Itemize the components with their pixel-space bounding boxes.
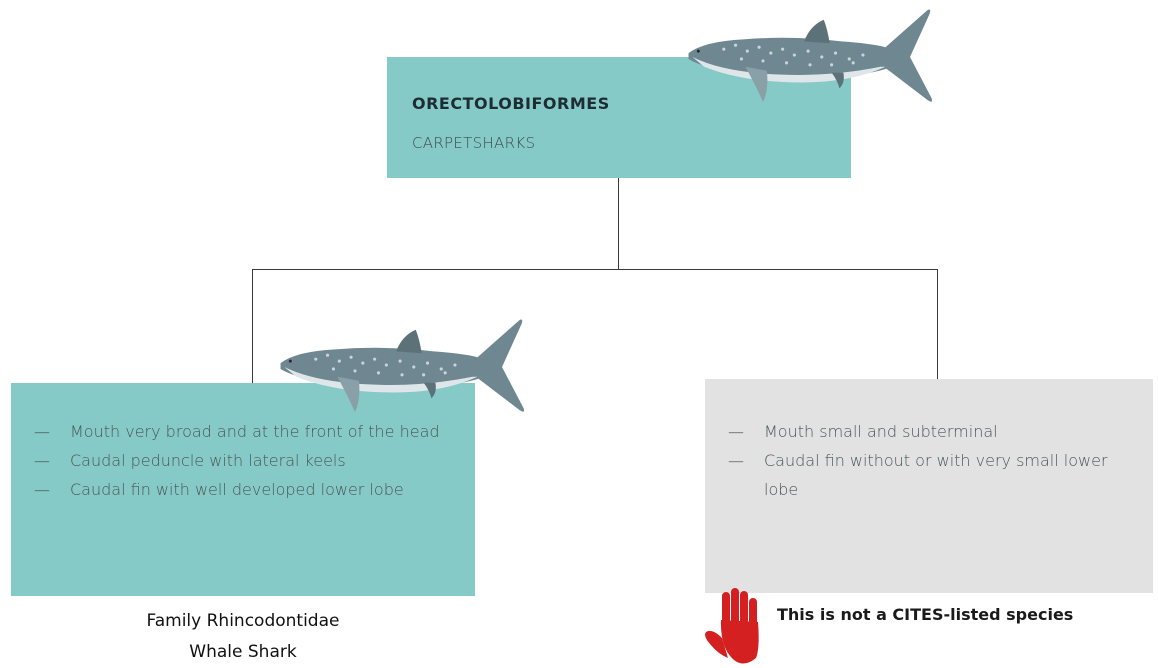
bullet-dash: — xyxy=(34,475,50,504)
trait-text: Caudal fin without or with very small lo… xyxy=(764,451,1108,499)
whale-shark-icon xyxy=(684,8,940,106)
stop-hand-icon xyxy=(704,588,770,666)
trait-item: — Mouth small and subterminal xyxy=(728,417,1108,446)
trait-text: Caudal peduncle with lateral keels xyxy=(70,451,346,470)
bullet-dash: — xyxy=(728,417,744,446)
right-trait-list: — Mouth small and subterminal — Caudal fin… xyxy=(728,417,1108,504)
trait-item: — Caudal peduncle with lateral keels xyxy=(34,446,454,475)
whale-shark-icon xyxy=(276,318,532,416)
other-carpetsharks-traits-box: — Mouth small and subterminal — Caudal fin… xyxy=(705,379,1153,593)
trait-item: — Caudal fin without or with very small l… xyxy=(728,446,1108,504)
connector-top-vertical xyxy=(618,178,619,269)
connector-horizontal xyxy=(252,269,938,270)
bullet-dash: — xyxy=(34,417,50,446)
trait-text: Mouth small and subterminal xyxy=(764,422,998,441)
trait-text: Caudal fin with well developed lower lob… xyxy=(70,480,404,499)
trait-item: — Mouth very broad and at the front of th… xyxy=(34,417,454,446)
species-name: Whale Shark xyxy=(11,637,475,668)
bullet-dash: — xyxy=(34,446,50,475)
left-trait-list: — Mouth very broad and at the front of th… xyxy=(34,417,454,504)
connector-left-vertical xyxy=(252,269,253,383)
cites-status-note: This is not a CITES-listed species xyxy=(777,605,1073,624)
connector-right-vertical xyxy=(937,269,938,379)
bullet-dash: — xyxy=(728,446,744,475)
order-title: ORECTOLOBIFORMES xyxy=(412,94,610,113)
family-name: Family Rhincodontidae xyxy=(11,606,475,637)
order-subtitle: CARPETSHARKS xyxy=(412,134,535,152)
family-caption: Family Rhincodontidae Whale Shark xyxy=(11,606,475,668)
trait-text: Mouth very broad and at the front of the… xyxy=(70,422,440,441)
trait-item: — Caudal fin with well developed lower lo… xyxy=(34,475,454,504)
